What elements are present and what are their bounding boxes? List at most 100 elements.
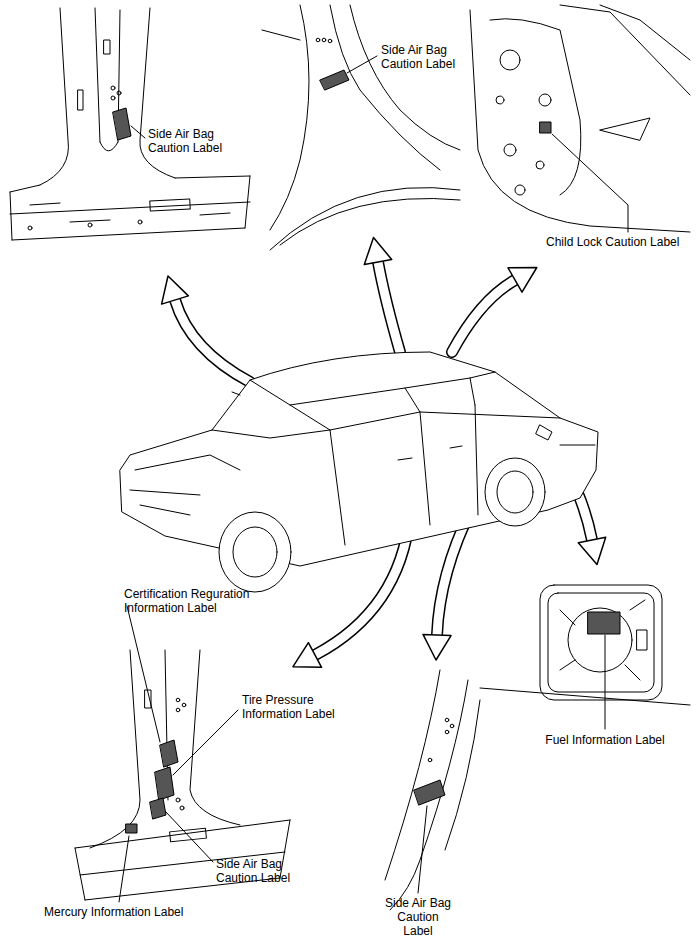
car-outline-part (250, 380, 420, 430)
part-label: Side Air Bag Caution Label (148, 128, 230, 156)
pillar-inset-part (155, 767, 174, 800)
door-inset (470, 5, 690, 232)
pillar-inset-part (176, 698, 180, 702)
door-inset-part (470, 10, 690, 232)
door-inset-part (539, 94, 551, 106)
door-inset-part (496, 96, 504, 104)
door-inset-part (600, 5, 690, 60)
pillar-inset-part (182, 703, 186, 707)
pillar-inset-part (445, 700, 480, 850)
part-label: Child Lock Caution Label (546, 236, 691, 250)
pillar-inset-part (113, 108, 131, 140)
pillar-inset-part (418, 806, 427, 893)
car-outline-part (233, 527, 277, 577)
pillar-inset-part (445, 730, 449, 734)
pillar-inset-part (176, 798, 180, 802)
pillar-inset-part (176, 708, 180, 712)
door-inset-part (515, 185, 525, 195)
pillar-inset-part (90, 650, 140, 848)
pointer-arrow-part (364, 238, 391, 265)
pillar-inset-part (131, 126, 145, 138)
fuel-door-inset-part (568, 608, 632, 672)
car-outline-part (232, 392, 240, 395)
part-label: Side Air Bag Caution Label (216, 858, 298, 886)
pillar-inset-part (428, 758, 432, 762)
pointer-arrow-part (293, 643, 322, 668)
part-label: Side Air Bag Caution Label (383, 897, 453, 938)
pointer-arrow-part (508, 268, 537, 293)
car-outline-part (497, 471, 533, 513)
pillar-inset-part (320, 70, 349, 90)
pillar-inset-part (40, 8, 68, 185)
pillar-inset-part (262, 30, 300, 40)
pillar-inset-part (75, 820, 290, 848)
car-outline-part (120, 352, 598, 566)
pillar-inset-part (390, 680, 468, 910)
door-inset-part (504, 144, 516, 156)
fuel-door-inset-part (548, 593, 654, 692)
pillar-inset-part (10, 176, 250, 240)
car-outline-part (485, 458, 545, 526)
fuel-door-inset-part (637, 630, 647, 650)
car-outline-part (219, 512, 291, 592)
pillar-inset-part (30, 203, 230, 222)
car-outline-part (130, 455, 240, 495)
pillar-inset-part (160, 740, 178, 767)
pillar-inset-part (111, 86, 115, 90)
pillar-inset-part (28, 226, 32, 230)
pillar-inset-part (10, 176, 250, 192)
pillar-inset-part (95, 8, 100, 142)
pillar-inset-part (126, 824, 137, 833)
pointer-arrow-part (452, 280, 515, 352)
pillar-inset-part (330, 5, 440, 170)
pillar-inset-part (270, 188, 460, 251)
pillar-inset-part (100, 142, 118, 151)
pillar-inset-part (150, 199, 190, 211)
pillar-inset-part (280, 198, 460, 245)
car-outline-part (560, 445, 595, 446)
car-outline-part (212, 412, 560, 438)
pointer-arrow-part (423, 634, 451, 660)
pillar-inset-part (445, 718, 449, 722)
door-inset-part (540, 122, 551, 133)
pillar-inset-part (322, 38, 326, 42)
pillar-inset-part (166, 812, 213, 862)
pointer-arrow-part (162, 276, 189, 304)
door-inset-part (490, 19, 581, 195)
pillar-inset-part (78, 90, 83, 110)
pillar-inset-part (328, 39, 332, 43)
pointer-arrow-part (452, 280, 515, 352)
pillar-inset-part (138, 220, 142, 224)
pillar-inset-part (173, 710, 238, 775)
pillar-inset-part (350, 5, 460, 150)
pillar-inset-part (127, 606, 160, 742)
door-inset-part (536, 161, 544, 169)
car-outline (120, 352, 598, 592)
part-label: Certification Reguration Information Lab… (124, 588, 289, 616)
pointer-arrow-part (578, 537, 605, 564)
pointer-arrow-part (175, 300, 250, 382)
car-outline-part (405, 372, 495, 405)
pillar-inset-part (119, 836, 129, 902)
door-inset-part (560, 5, 690, 95)
car-outline-part (330, 405, 478, 545)
car-outline-part (536, 425, 552, 440)
pillar-inset-part (480, 688, 690, 705)
pillar-inset-part (104, 40, 110, 54)
fuel-door-inset-part (560, 600, 645, 680)
pillar-inset-part (117, 91, 121, 95)
pillar-inset-part (316, 38, 320, 42)
pillar-inset (10, 8, 250, 240)
pillar-inset-part (180, 806, 184, 810)
pillar-inset-part (12, 228, 245, 240)
pillar-inset-part (270, 5, 309, 230)
pillar-inset-part (414, 780, 445, 805)
fuel-door-inset-part (588, 612, 620, 634)
pillar-inset-part (385, 670, 440, 880)
pointer-arrow-part (378, 262, 400, 352)
pillar-inset-part (347, 56, 377, 73)
door-inset-part (600, 118, 650, 140)
pillar-inset-part (111, 96, 115, 100)
fuel-door-inset-part (605, 635, 606, 729)
